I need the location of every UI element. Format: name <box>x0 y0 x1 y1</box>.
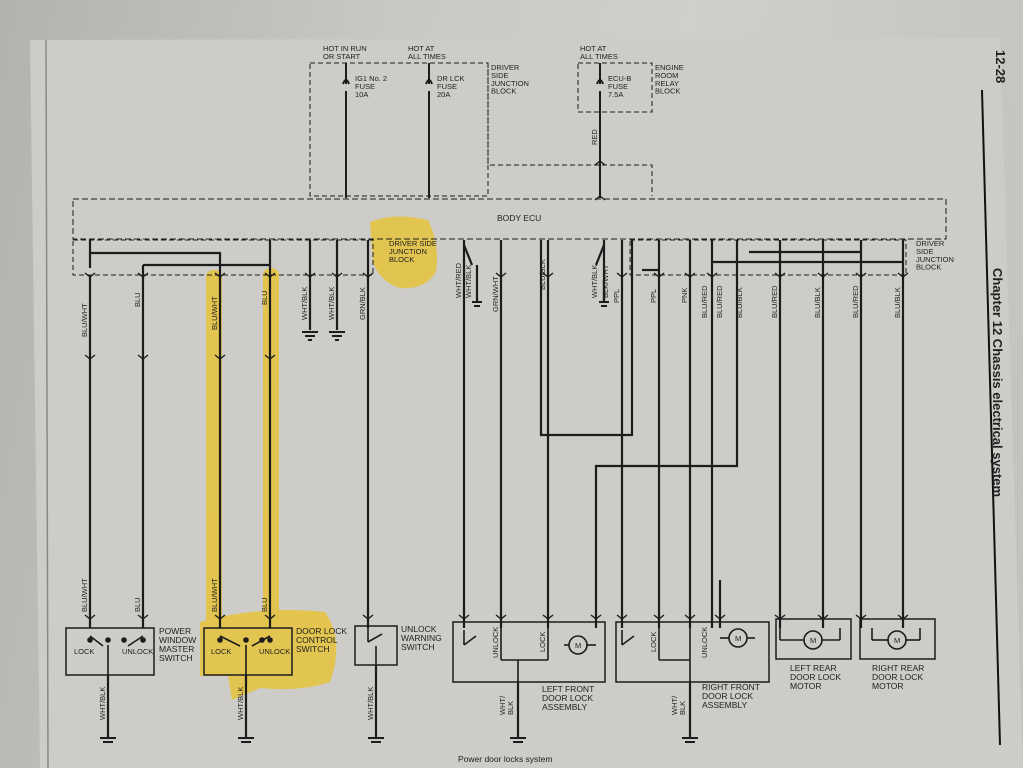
wire-labels: RED BLU/WHT BLU BLU/WHT BLU WHT/BLK WHT/… <box>80 129 902 720</box>
wire-label: WHT/BLK <box>498 695 515 715</box>
lock-label: LOCK <box>74 647 94 656</box>
body-ecu-box <box>72 198 947 240</box>
wire-label: WHT/BLK <box>300 287 309 320</box>
wire-label: WHT/BLK <box>236 687 245 720</box>
wire-label: PPL <box>649 289 658 303</box>
wire-label: BLU/BLK <box>893 287 902 318</box>
motor-label: M <box>894 636 900 645</box>
main-wires <box>88 240 905 628</box>
wire-label: PPL <box>612 289 621 303</box>
wire-label: BLU <box>260 597 269 612</box>
wire-label: BLU/RED <box>770 285 779 318</box>
wire-label: BLU/RED <box>700 285 709 318</box>
power-window-master-switch-box <box>65 627 155 676</box>
ground-wires <box>106 265 692 738</box>
wire-label: BLU/RED <box>715 285 724 318</box>
wire-label: BLU/BLK <box>813 287 822 318</box>
door-lock-control-switch-box <box>203 627 293 676</box>
left-front-door-lock-box <box>452 621 606 683</box>
wire-label: WHT/BLK <box>670 695 687 715</box>
wire-label: PNK <box>680 288 689 303</box>
motor-label: M <box>575 641 581 650</box>
connector-marks <box>84 160 909 620</box>
wire-label: BLU/RED <box>851 285 860 318</box>
wire-label: BLU/BLK <box>538 259 547 290</box>
page-number: 12-28 <box>993 50 1008 83</box>
wire-label: BLK/WHT <box>601 264 610 298</box>
lock-label: LOCK <box>211 647 231 656</box>
wire-label: WHT/BLK <box>98 687 107 720</box>
driver-side-junction-block-right <box>629 239 907 276</box>
wire-label: BLU/WHT <box>80 578 89 612</box>
engine-room-relay-block-outline <box>487 62 653 196</box>
wire-label: GRN/BLK <box>358 287 367 320</box>
wire-label: BLU/WHT <box>210 578 219 612</box>
wire-red-label: RED <box>590 129 599 145</box>
wire-label: WHT/BLK <box>590 265 599 298</box>
wire-label: BLU/WHT <box>80 303 89 337</box>
switch-contacts <box>87 628 691 682</box>
left-rear-door-lock-motor-box <box>775 618 852 660</box>
body-ecu-label: BODY ECU <box>497 213 541 223</box>
wire-label: WHT/BLK <box>464 265 473 298</box>
diagram-caption: Power door locks system <box>458 754 552 764</box>
right-front-door-lock-box <box>615 621 770 683</box>
unlock-label: UNLOCK <box>122 647 153 656</box>
right-rear-door-lock-motor-box <box>859 618 936 660</box>
rf-lock-label: LOCK <box>649 632 658 652</box>
wire-label: BLU/BLK <box>735 287 744 318</box>
page-right-border <box>981 89 1001 746</box>
rf-unlock-label: UNLOCK <box>700 627 709 658</box>
chapter-heading: Chapter 12 Chassis electrical system <box>990 268 1005 497</box>
wire-label: BLU <box>260 290 269 305</box>
lf-lock-label: LOCK <box>538 632 547 652</box>
wire-label: BLU/WHT <box>210 296 219 330</box>
wire-label: WHT/RED <box>454 262 463 298</box>
wire-label: GRN/WHT <box>491 276 500 312</box>
motor-label: M <box>735 634 741 643</box>
motor-label: M <box>810 636 816 645</box>
wire-label: BLU <box>133 292 142 307</box>
unlock-label: UNLOCK <box>259 647 290 656</box>
wire-label: BLU <box>133 597 142 612</box>
wire-label: WHT/BLK <box>327 287 336 320</box>
motor-symbols <box>564 628 921 655</box>
page-left-edge <box>45 39 49 768</box>
lf-unlock-label: UNLOCK <box>491 627 500 658</box>
fuse-wires <box>342 63 604 198</box>
wire-label: WHT/BLK <box>366 687 375 720</box>
